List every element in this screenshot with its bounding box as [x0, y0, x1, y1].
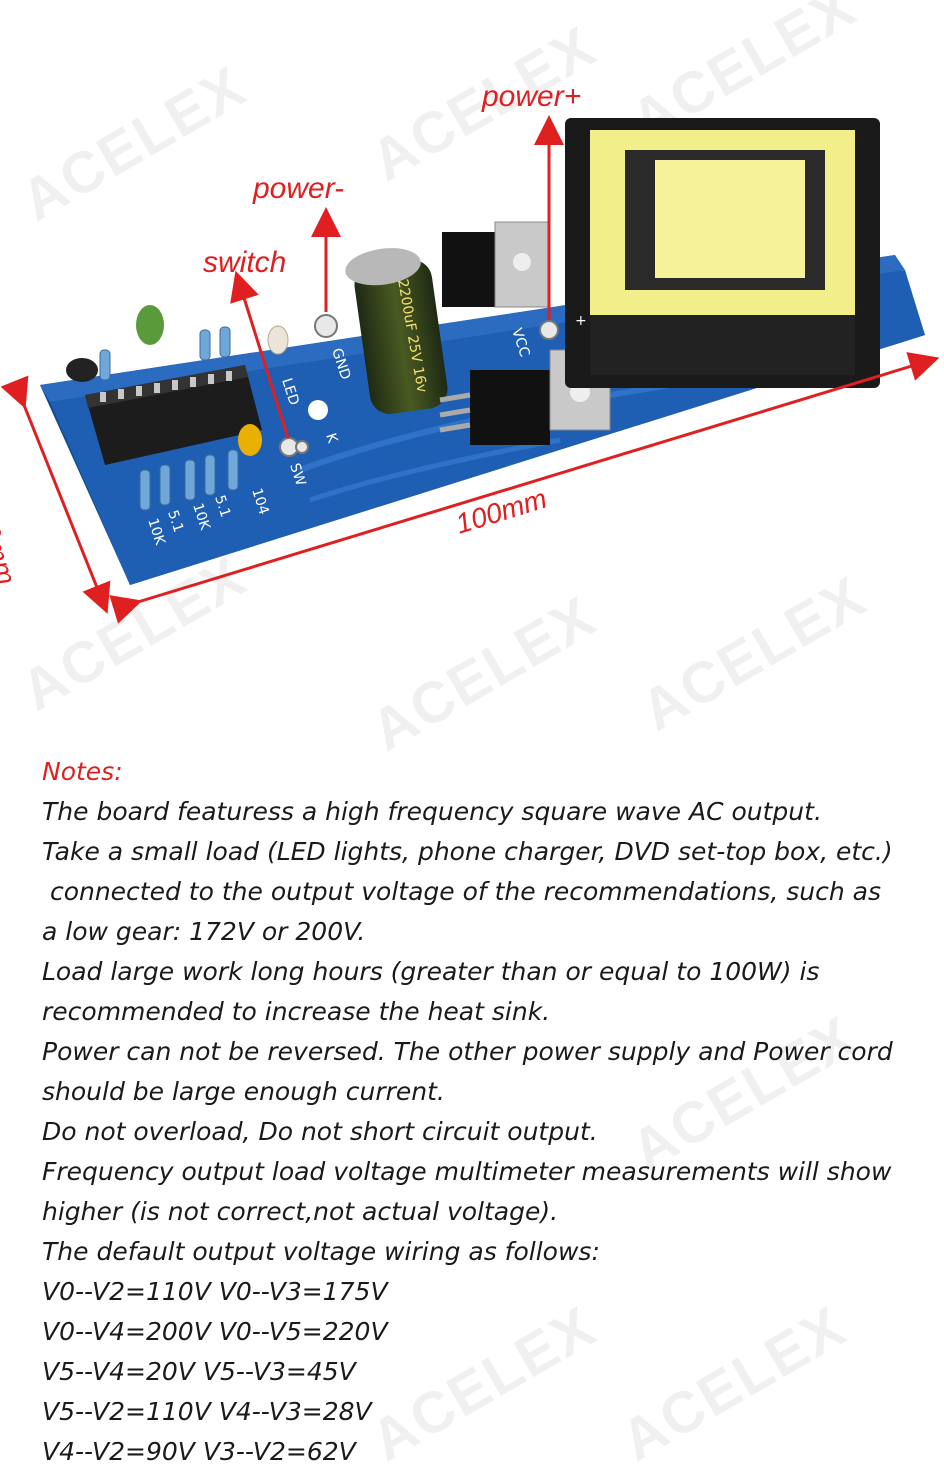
- notes-line: Power can not be reversed. The other pow…: [42, 1037, 893, 1066]
- small-capacitor: [66, 358, 98, 382]
- silk-plus: +: [575, 313, 587, 329]
- silk-sw: SW: [286, 461, 308, 488]
- notes-line: The default output voltage wiring as fol…: [42, 1237, 600, 1266]
- notes-section: Notes: The board featuress a high freque…: [42, 752, 932, 1472]
- notes-line: V0--V2=110V V0--V3=175V: [42, 1277, 388, 1306]
- notes-line: V4--V2=90V V3--V2=62V: [42, 1437, 356, 1466]
- notes-title: Notes:: [42, 757, 123, 786]
- notes-line: recommended to increase the heat sink.: [42, 997, 551, 1026]
- power-minus-label: power-: [253, 172, 345, 205]
- notes-line: V0--V4=200V V0--V5=220V: [42, 1317, 388, 1346]
- notes-line: The board featuress a high frequency squ…: [42, 797, 822, 826]
- length-dimension-line: [109, 352, 940, 624]
- notes-line: a low gear: 172V or 200V.: [42, 917, 366, 946]
- notes-line: Load large work long hours (greater than…: [42, 957, 820, 986]
- notes-line: should be large enough current.: [42, 1077, 445, 1106]
- silk-r4: 5.1: [211, 493, 233, 519]
- notes-line: Frequency output load voltage multimeter…: [42, 1157, 892, 1186]
- gnd-pad: [314, 314, 338, 338]
- notes-line: Do not overload, Do not short circuit ou…: [42, 1117, 598, 1146]
- notes-line: V5--V4=20V V5--V3=45V: [42, 1357, 356, 1386]
- vcc-pad: [539, 320, 559, 340]
- notes-line: V5--V2=110V V4--V3=28V: [42, 1397, 372, 1426]
- width-dimension-line: [0, 375, 111, 614]
- voltage-regulator-top: [442, 221, 551, 308]
- film-capacitor: [136, 305, 164, 345]
- notes-line: Take a small load (LED lights, phone cha…: [42, 837, 893, 866]
- silk-r5: 104: [248, 486, 272, 516]
- led: [267, 325, 289, 355]
- mount-hole: [308, 400, 328, 420]
- notes-line: connected to the output voltage of the r…: [42, 877, 881, 906]
- sw-pad-2: [295, 440, 309, 454]
- pcb-illustration: GND VCC + LED SW K 10K 5.1 10K 5.1 104 2…: [0, 115, 940, 624]
- transformer: [565, 118, 880, 388]
- notes-line: higher (is not correct,not actual voltag…: [42, 1197, 559, 1226]
- silk-r2: 5.1: [164, 508, 186, 534]
- power-plus-label: power+: [482, 80, 582, 113]
- ceramic-capacitor: [238, 424, 262, 456]
- switch-label: switch: [203, 246, 287, 279]
- product-photo: GND VCC + LED SW K 10K 5.1 10K 5.1 104 2…: [0, 0, 944, 720]
